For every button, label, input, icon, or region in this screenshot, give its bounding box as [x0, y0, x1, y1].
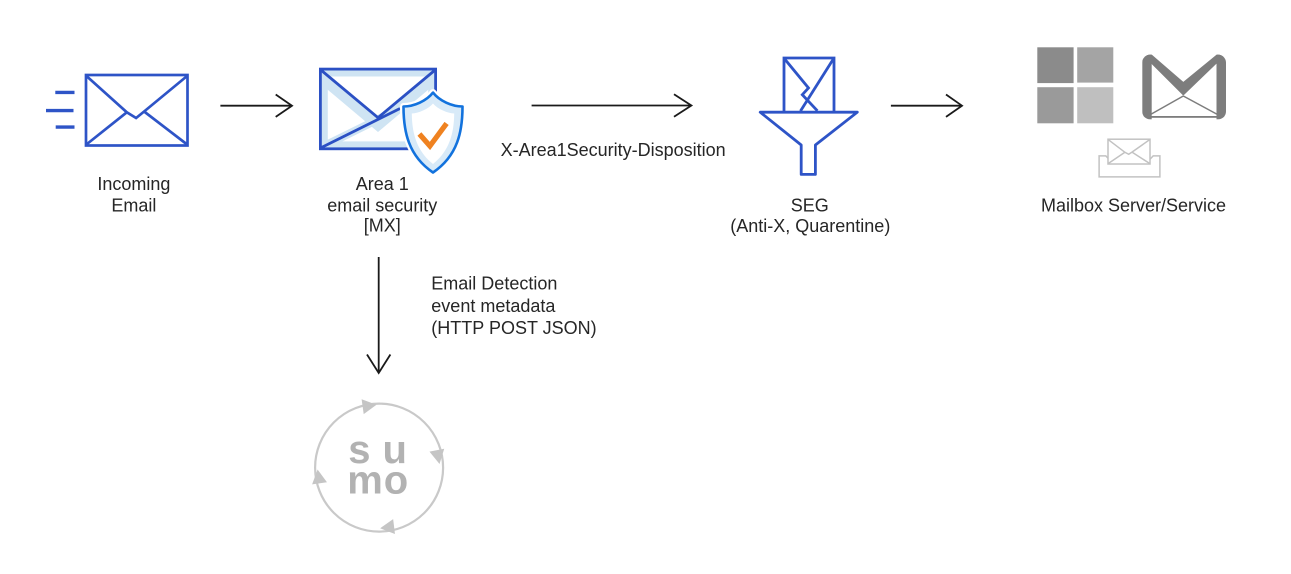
svg-text:email security: email security: [327, 196, 437, 216]
svg-text:SEG: SEG: [791, 196, 829, 216]
svg-text:(HTTP POST JSON): (HTTP POST JSON): [431, 318, 596, 338]
svg-text:Email Detection: Email Detection: [431, 274, 557, 294]
svg-text:Mailbox Server/Service: Mailbox Server/Service: [1041, 196, 1226, 216]
svg-text:Incoming: Incoming: [97, 174, 170, 194]
svg-text:[MX]: [MX]: [364, 216, 401, 236]
svg-text:Area 1: Area 1: [356, 174, 409, 194]
svg-text:X-Area1Security-Disposition: X-Area1Security-Disposition: [501, 140, 726, 160]
svg-text:(Anti-X, Quarentine): (Anti-X, Quarentine): [730, 216, 890, 236]
svg-text:mo: mo: [347, 459, 408, 503]
svg-text:event metadata: event metadata: [431, 296, 556, 316]
svg-text:Email: Email: [111, 196, 156, 216]
